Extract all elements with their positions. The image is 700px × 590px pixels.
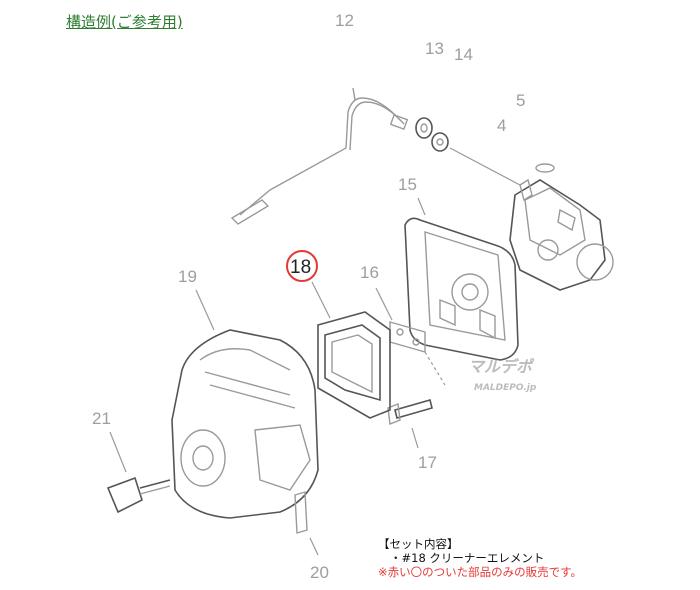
- set-contents-heading: 【セット内容】: [378, 537, 459, 551]
- callout-15: 15: [398, 175, 417, 194]
- callout-4: 4: [497, 116, 506, 135]
- page-title: 構造例(ご参考用): [66, 13, 183, 31]
- callout-16: 16: [360, 263, 379, 282]
- set-contents: 【セット内容】 ・#18 クリーナーエレメント ※赤い〇のついた部品のみの販売で…: [378, 537, 582, 579]
- part-12-throttle-cable: [230, 87, 409, 225]
- callout-18-red-circle: [286, 250, 318, 282]
- part-4-carburetor: [509, 178, 614, 291]
- callout-21: 21: [92, 409, 111, 428]
- set-contents-item: ・#18 クリーナーエレメント: [390, 551, 545, 565]
- part-21-knob: [106, 431, 171, 514]
- part-13-nut: [415, 117, 433, 139]
- callout-19: 19: [178, 267, 197, 286]
- callout-17: 17: [418, 453, 437, 472]
- set-contents-note: ※赤い〇のついた部品のみの販売です。: [378, 565, 582, 579]
- callout-12: 12: [335, 11, 354, 30]
- callout-18: 18: [290, 257, 311, 278]
- part-16-bracket: [375, 287, 426, 353]
- watermark-logo: マルデポ: [468, 357, 535, 376]
- callout-5: 5: [516, 91, 525, 110]
- watermark-url: MALDEPO.jp: [474, 383, 537, 393]
- part-15-cleaner-base: [404, 197, 519, 361]
- callout-14: 14: [454, 45, 473, 64]
- part-18-cleaner-element: [311, 281, 391, 419]
- callout-20: 20: [310, 563, 329, 582]
- callout-13: 13: [425, 39, 444, 58]
- part-20-label: [294, 491, 319, 556]
- part-17-bolt: [387, 351, 446, 449]
- part-19-cleaner-cover: [171, 289, 319, 519]
- part-5-gasket: [535, 163, 555, 173]
- part-14-washer: [431, 132, 449, 152]
